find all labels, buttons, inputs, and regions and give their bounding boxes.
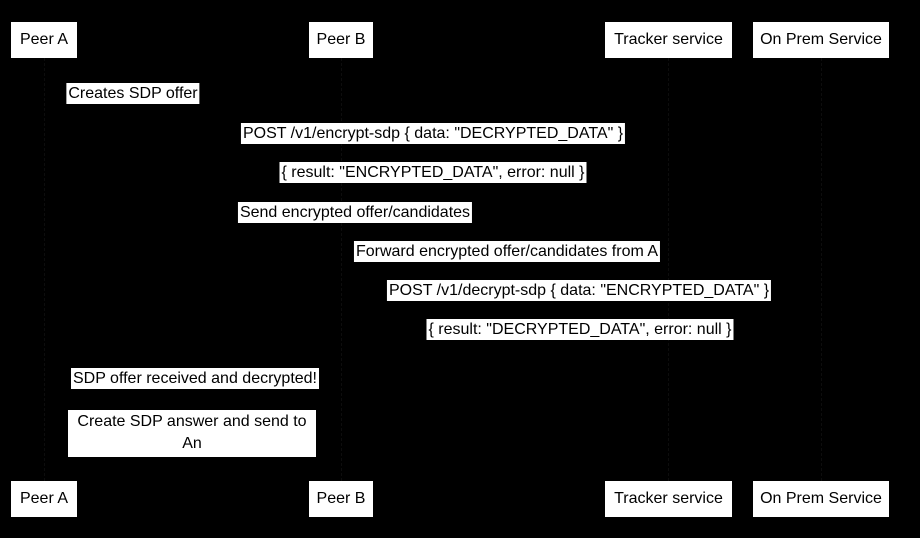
message-send-encrypted-offer: Send encrypted offer/candidates xyxy=(237,202,473,223)
message-creates-sdp-offer: Creates SDP offer xyxy=(66,83,200,104)
actor-label-tracker-service: Tracker service xyxy=(614,31,723,48)
message-encrypt-result: { result: "ENCRYPTED_DATA", error: null … xyxy=(279,162,587,183)
note-line-2: using the same mechanism xyxy=(94,457,290,474)
note-create-sdp-answer: Create SDP answer and send to An using t… xyxy=(68,410,316,474)
actor-box-on-prem-service-top: On Prem Service xyxy=(753,22,889,58)
message-decrypt-result: { result: "DECRYPTED_DATA", error: null … xyxy=(426,319,734,340)
actor-box-peer-b-top: Peer B xyxy=(309,22,373,58)
lifeline-on-prem-service xyxy=(821,58,822,481)
actor-label-peer-b: Peer B xyxy=(316,490,366,507)
actor-label-on-prem-service: On Prem Service xyxy=(760,490,882,507)
message-post-decrypt-sdp: POST /v1/decrypt-sdp { data: "ENCRYPTED_… xyxy=(386,280,772,301)
lifeline-tracker-service xyxy=(668,58,669,481)
actor-label-peer-b: Peer B xyxy=(316,31,366,48)
actor-label-on-prem-service: On Prem Service xyxy=(760,31,882,48)
message-sdp-offer-received: SDP offer received and decrypted! xyxy=(71,368,319,389)
actor-label-tracker-service: Tracker service xyxy=(614,490,723,507)
actor-box-peer-b-bottom: Peer B xyxy=(309,481,373,517)
message-forward-encrypted-offer: Forward encrypted offer/candidates from … xyxy=(353,241,661,262)
actor-box-tracker-service-top: Tracker service xyxy=(605,22,732,58)
actor-box-on-prem-service-bottom: On Prem Service xyxy=(753,481,889,517)
actor-box-peer-a-top: Peer A xyxy=(11,22,77,58)
note-line-1: Create SDP answer and send to An xyxy=(77,413,307,452)
actor-box-tracker-service-bottom: Tracker service xyxy=(605,481,732,517)
message-post-encrypt-sdp: POST /v1/encrypt-sdp { data: "DECRYPTED_… xyxy=(240,123,626,144)
actor-box-peer-a-bottom: Peer A xyxy=(11,481,77,517)
actor-label-peer-a: Peer A xyxy=(19,490,69,507)
actor-label-peer-a: Peer A xyxy=(19,31,69,48)
lifeline-peer-a xyxy=(44,58,45,481)
lifeline-peer-b xyxy=(341,58,342,481)
